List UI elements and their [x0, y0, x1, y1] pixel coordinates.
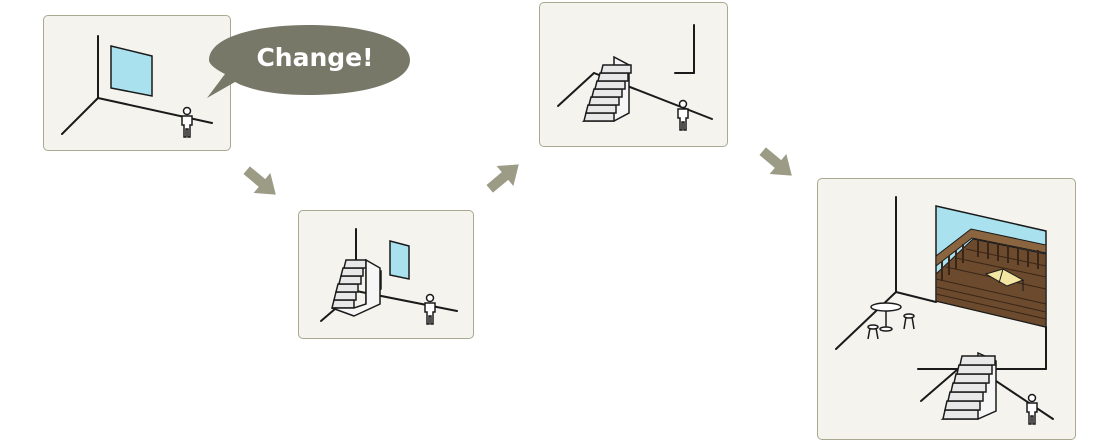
- deck-opening: [935, 205, 1047, 328]
- hammock: [984, 268, 1025, 291]
- stairs: [331, 258, 382, 317]
- person-icon: [1026, 393, 1038, 425]
- speech-bubble: [207, 25, 410, 98]
- arrow-down-right-icon: [243, 166, 276, 195]
- stairs: [940, 351, 997, 420]
- person-icon: [424, 293, 436, 325]
- arrow-down-right-icon: [759, 147, 792, 176]
- person-icon: [677, 99, 689, 131]
- scene-stairs-without-window: [539, 2, 728, 147]
- scene-original-room: [43, 15, 231, 151]
- table-and-stools: [867, 302, 915, 340]
- window: [110, 45, 153, 97]
- change-label: Change!: [256, 43, 374, 72]
- arrow-up-right-icon: [486, 164, 519, 193]
- scene-stairs-added: [298, 210, 474, 339]
- scene-final-with-deck: [817, 178, 1076, 440]
- window: [389, 240, 410, 280]
- person-icon: [181, 106, 193, 138]
- stairs: [581, 55, 632, 122]
